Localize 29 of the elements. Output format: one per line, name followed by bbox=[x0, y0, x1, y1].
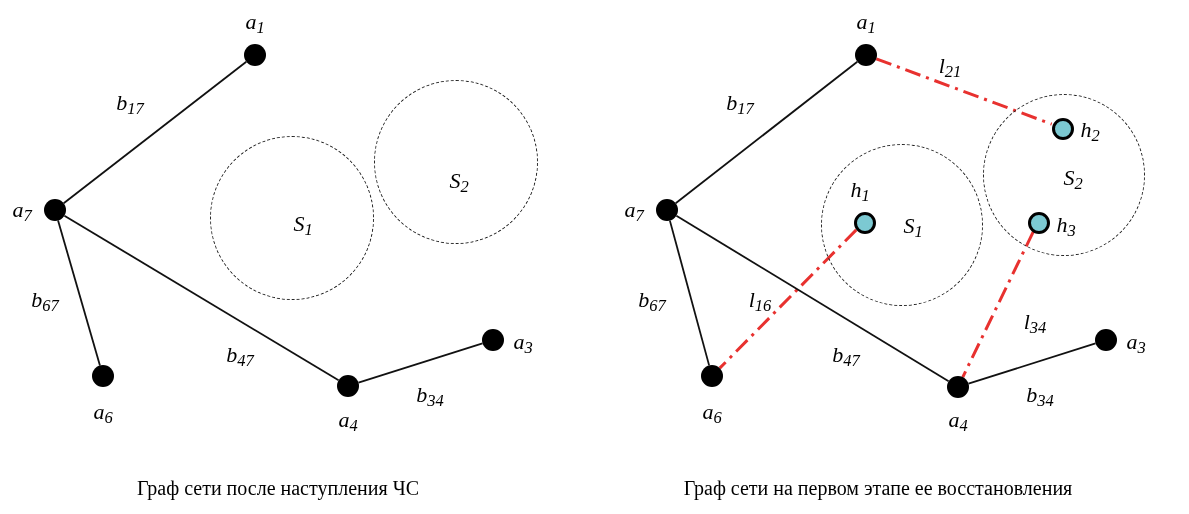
edge-line bbox=[63, 214, 340, 382]
vertex-label: a$_{3}$ bbox=[513, 331, 533, 353]
vertex-label: a$_{6}$ bbox=[702, 401, 722, 423]
vertex-label: a$_{6}$ bbox=[93, 401, 113, 423]
vertex-label: a$_{7}$ bbox=[12, 199, 32, 221]
zone-label: S$_{1}$ bbox=[903, 215, 923, 237]
vertex-label: a$_{4}$ bbox=[948, 409, 968, 431]
edge-line bbox=[675, 214, 950, 383]
edge-line bbox=[62, 60, 248, 205]
caption: Граф сети после наступления ЧС bbox=[137, 478, 419, 498]
dash-dot-line bbox=[875, 57, 1053, 126]
edge-line bbox=[669, 219, 710, 367]
dash-dot-line bbox=[718, 228, 858, 370]
vertex-label: h$_{1}$ bbox=[850, 179, 870, 201]
zone-label: S$_{1}$ bbox=[293, 213, 313, 235]
vertex-label: a$_{1}$ bbox=[856, 11, 876, 33]
edge-line bbox=[674, 60, 859, 205]
edge-line bbox=[357, 342, 484, 384]
vertex-label: a$_{3}$ bbox=[1126, 331, 1146, 353]
caption: Граф сети на первом этапе ее восстановления bbox=[683, 478, 1073, 498]
vertex-label: a$_{4}$ bbox=[338, 409, 358, 431]
vertex-label: a$_{1}$ bbox=[245, 11, 265, 33]
vertex-label: h$_{2}$ bbox=[1080, 119, 1100, 141]
vertex-label: a$_{7}$ bbox=[624, 199, 644, 221]
zone-label: S$_{2}$ bbox=[449, 170, 469, 192]
zone-label: S$_{2}$ bbox=[1063, 167, 1083, 189]
vertex-label: h$_{3}$ bbox=[1056, 214, 1076, 236]
edge-line bbox=[967, 342, 1097, 385]
edge-line bbox=[57, 219, 101, 367]
